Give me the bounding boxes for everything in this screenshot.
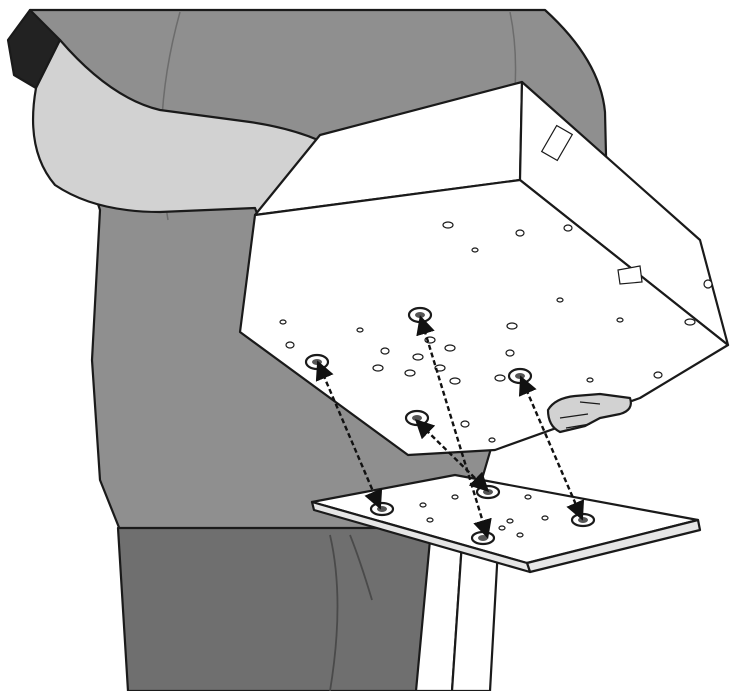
jeans	[118, 528, 445, 691]
person-jeans	[118, 528, 445, 691]
right-hand	[548, 394, 631, 432]
right-hand-skin	[548, 394, 631, 432]
device-side-hole	[704, 280, 712, 288]
stand-pole	[416, 540, 498, 691]
